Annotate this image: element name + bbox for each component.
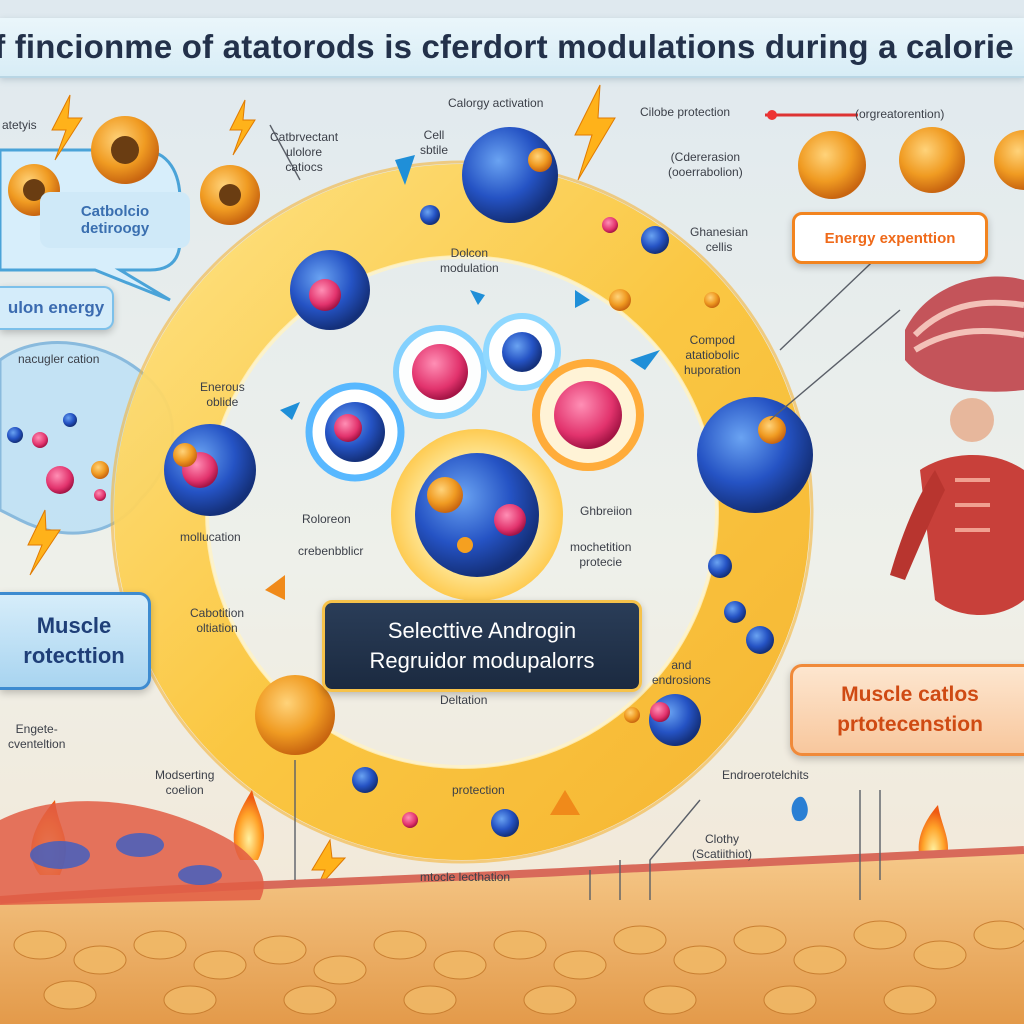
label-enerous-oblide: Enerous oblide (200, 380, 245, 409)
ulon-energy-pill: ulon energy (0, 286, 114, 330)
label-engete: Engete- cventeltion (8, 722, 66, 751)
label-nacugler-cation: nacugler cation (18, 352, 100, 366)
label-compod: Compod atatiobolic huporation (684, 333, 741, 377)
label-clothy: Clothy (Scatiithiot) (692, 832, 753, 861)
label-cabotition: Cabotition oltiation (190, 606, 245, 635)
label-endroerotelchits: Endroerotelchits (722, 768, 809, 782)
label-roloreon: Roloreon (302, 512, 351, 526)
label-cilobe-protection: Cilobe protection (640, 105, 731, 119)
label-catbrvectant: Catbrvectant ulolore catiocs (270, 130, 339, 174)
label-crebenbblicr: crebenbblicr (298, 544, 364, 558)
sarm-line-1: Selecttive Androgin (387, 618, 577, 643)
label-cell-sbtile: Cell sbtile (420, 128, 449, 157)
muscle-bundle (905, 276, 1024, 392)
label-dolcon-modulation: Dolcon modulation (440, 246, 499, 275)
catabolic-energy-pill: Catbolcio detiroogy (40, 192, 190, 248)
muscle-protection-pill: Muscle rotecttion (0, 592, 151, 690)
label-cdererasion: (Cdererasion (ooerrabolion) (668, 150, 743, 179)
label-ghanesian-cellis: Ghanesian cellis (690, 225, 749, 254)
label-deltation: Deltation (440, 693, 488, 707)
label-ghbreiion: Ghbreiion (580, 504, 633, 518)
label-calorgy-activation: Calorgy activation (448, 96, 544, 110)
title-banner: unction of fincionme of atatorods is cfe… (0, 18, 1024, 78)
label-mollucation: mollucation (180, 530, 241, 544)
label-atetyis: atetyis (2, 118, 37, 132)
muscle-figure (890, 398, 1024, 615)
label-modserting: Modserting coelion (155, 768, 215, 797)
label-mochetition: mochetition protecie (570, 540, 632, 569)
label-and-endrosions: and endrosions (652, 658, 711, 687)
label-protection: protection (452, 783, 505, 797)
muscle-catlos-protection-pill: Muscle catlos prtotecenstion (790, 664, 1024, 756)
sarm-line-2: Regruidor modupalorrs (369, 648, 595, 673)
page-title: unction of fincionme of atatorods is cfe… (0, 28, 1024, 65)
label-mtocle-lecthation: mtocle lecthation (420, 870, 511, 884)
scattered-particles (7, 205, 975, 890)
label-orgreatorention: (orgreatorention) (855, 107, 945, 121)
energy-expenditure-pill: Energy expenttion (792, 212, 988, 264)
sarm-center-box: Selecttive Androgin Regruidor modupalorr… (322, 600, 642, 692)
